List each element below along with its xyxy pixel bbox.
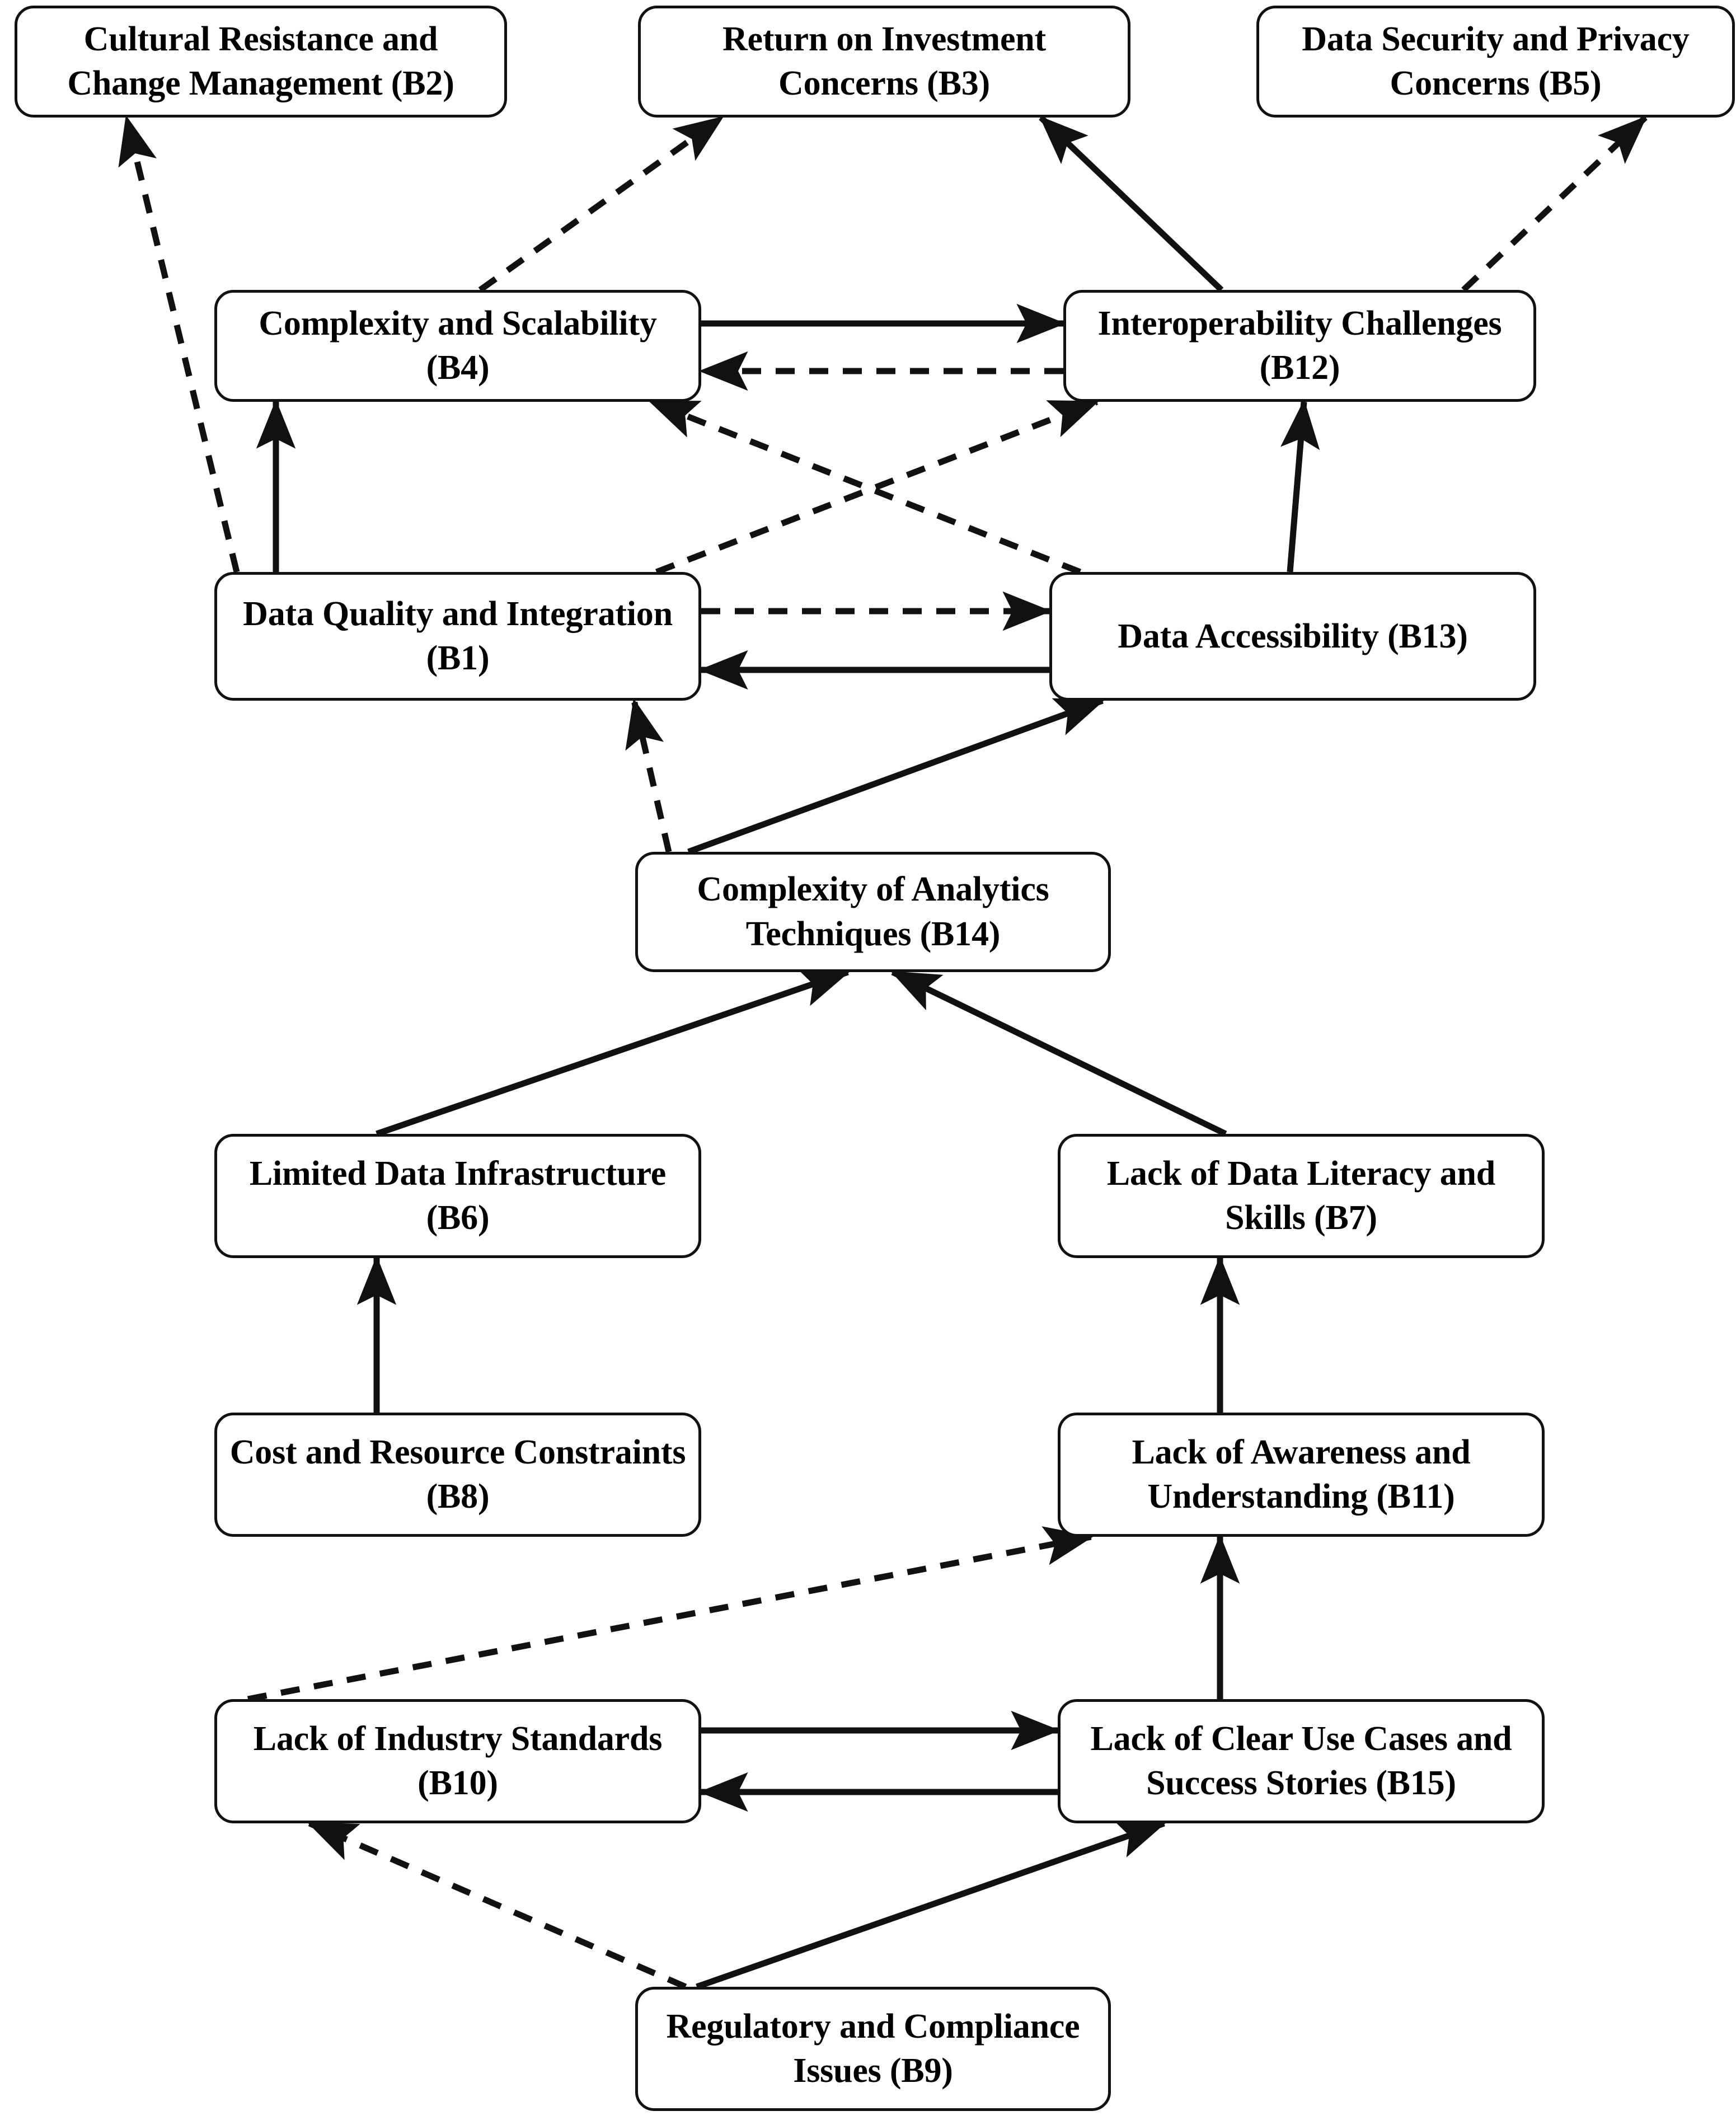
node-B13[interactable]: Data Accessibility (B13) (1049, 572, 1536, 701)
node-label: Cost and Resource Constraints (B8) (229, 1433, 686, 1516)
node-B4[interactable]: Complexity and Scalability (B4) (214, 290, 701, 402)
edge-B7-to-B14 (890, 969, 1227, 1137)
node-B2[interactable]: Cultural Resistance and Change Managemen… (15, 6, 507, 118)
edge-B12-to-B5 (1461, 115, 1648, 292)
edge-B4-to-B3 (478, 115, 724, 293)
node-label: Data Quality and Integration (B1) (243, 594, 673, 677)
node-B11[interactable]: Lack of Awareness and Understanding (B11… (1058, 1413, 1545, 1537)
edge-B12-to-B3 (1039, 115, 1224, 292)
edge-B13-to-B12 (1280, 399, 1320, 573)
node-label: Data Security and Privacy Concerns (B5) (1302, 20, 1690, 102)
edge-B13-to-B4 (648, 398, 1082, 575)
node-label: Cultural Resistance and Change Managemen… (67, 20, 454, 102)
edge-B14-to-B1 (625, 698, 672, 853)
node-B3[interactable]: Return on Investment Concerns (B3) (638, 6, 1130, 118)
node-label: Lack of Awareness and Understanding (B11… (1132, 1433, 1471, 1516)
node-B6[interactable]: Limited Data Infrastructure (B6) (214, 1134, 701, 1258)
edge-B9-to-B10 (307, 1820, 687, 1990)
node-label: Data Accessibility (B13) (1118, 617, 1468, 655)
edge-B9-to-B15 (696, 1820, 1167, 1990)
node-label: Limited Data Infrastructure (B6) (249, 1154, 667, 1237)
node-label: Regulatory and Compliance Issues (B9) (666, 2007, 1080, 2090)
node-B15[interactable]: Lack of Clear Use Cases and Success Stor… (1058, 1699, 1545, 1823)
edge-B1-to-B2 (118, 115, 240, 573)
node-label: Lack of Data Literacy and Skills (B7) (1106, 1154, 1496, 1237)
node-B7[interactable]: Lack of Data Literacy and Skills (B7) (1058, 1134, 1545, 1258)
node-B1[interactable]: Data Quality and Integration (B1) (214, 572, 701, 701)
node-B9[interactable]: Regulatory and Compliance Issues (B9) (635, 1987, 1111, 2111)
node-B10[interactable]: Lack of Industry Standards (B10) (214, 1699, 701, 1823)
node-label: Interoperability Challenges (B12) (1097, 304, 1502, 387)
edge-B14-to-B13 (687, 697, 1105, 855)
node-label: Complexity and Scalability (B4) (259, 304, 657, 387)
node-label: Return on Investment Concerns (B3) (722, 20, 1047, 102)
node-B8[interactable]: Cost and Resource Constraints (B8) (214, 1413, 701, 1537)
edge-B10-to-B11 (247, 1526, 1094, 1702)
node-B14[interactable]: Complexity of Analytics Techniques (B14) (635, 852, 1111, 972)
node-label: Complexity of Analytics Techniques (B14) (697, 870, 1049, 953)
node-label: Lack of Clear Use Cases and Success Stor… (1090, 1719, 1512, 1802)
node-B12[interactable]: Interoperability Challenges (B12) (1063, 290, 1536, 402)
edge-B6-to-B14 (376, 968, 851, 1137)
edge-B1-to-B12 (655, 398, 1100, 575)
node-B5[interactable]: Data Security and Privacy Concerns (B5) (1256, 6, 1735, 118)
node-label: Lack of Industry Standards (B10) (253, 1719, 663, 1802)
